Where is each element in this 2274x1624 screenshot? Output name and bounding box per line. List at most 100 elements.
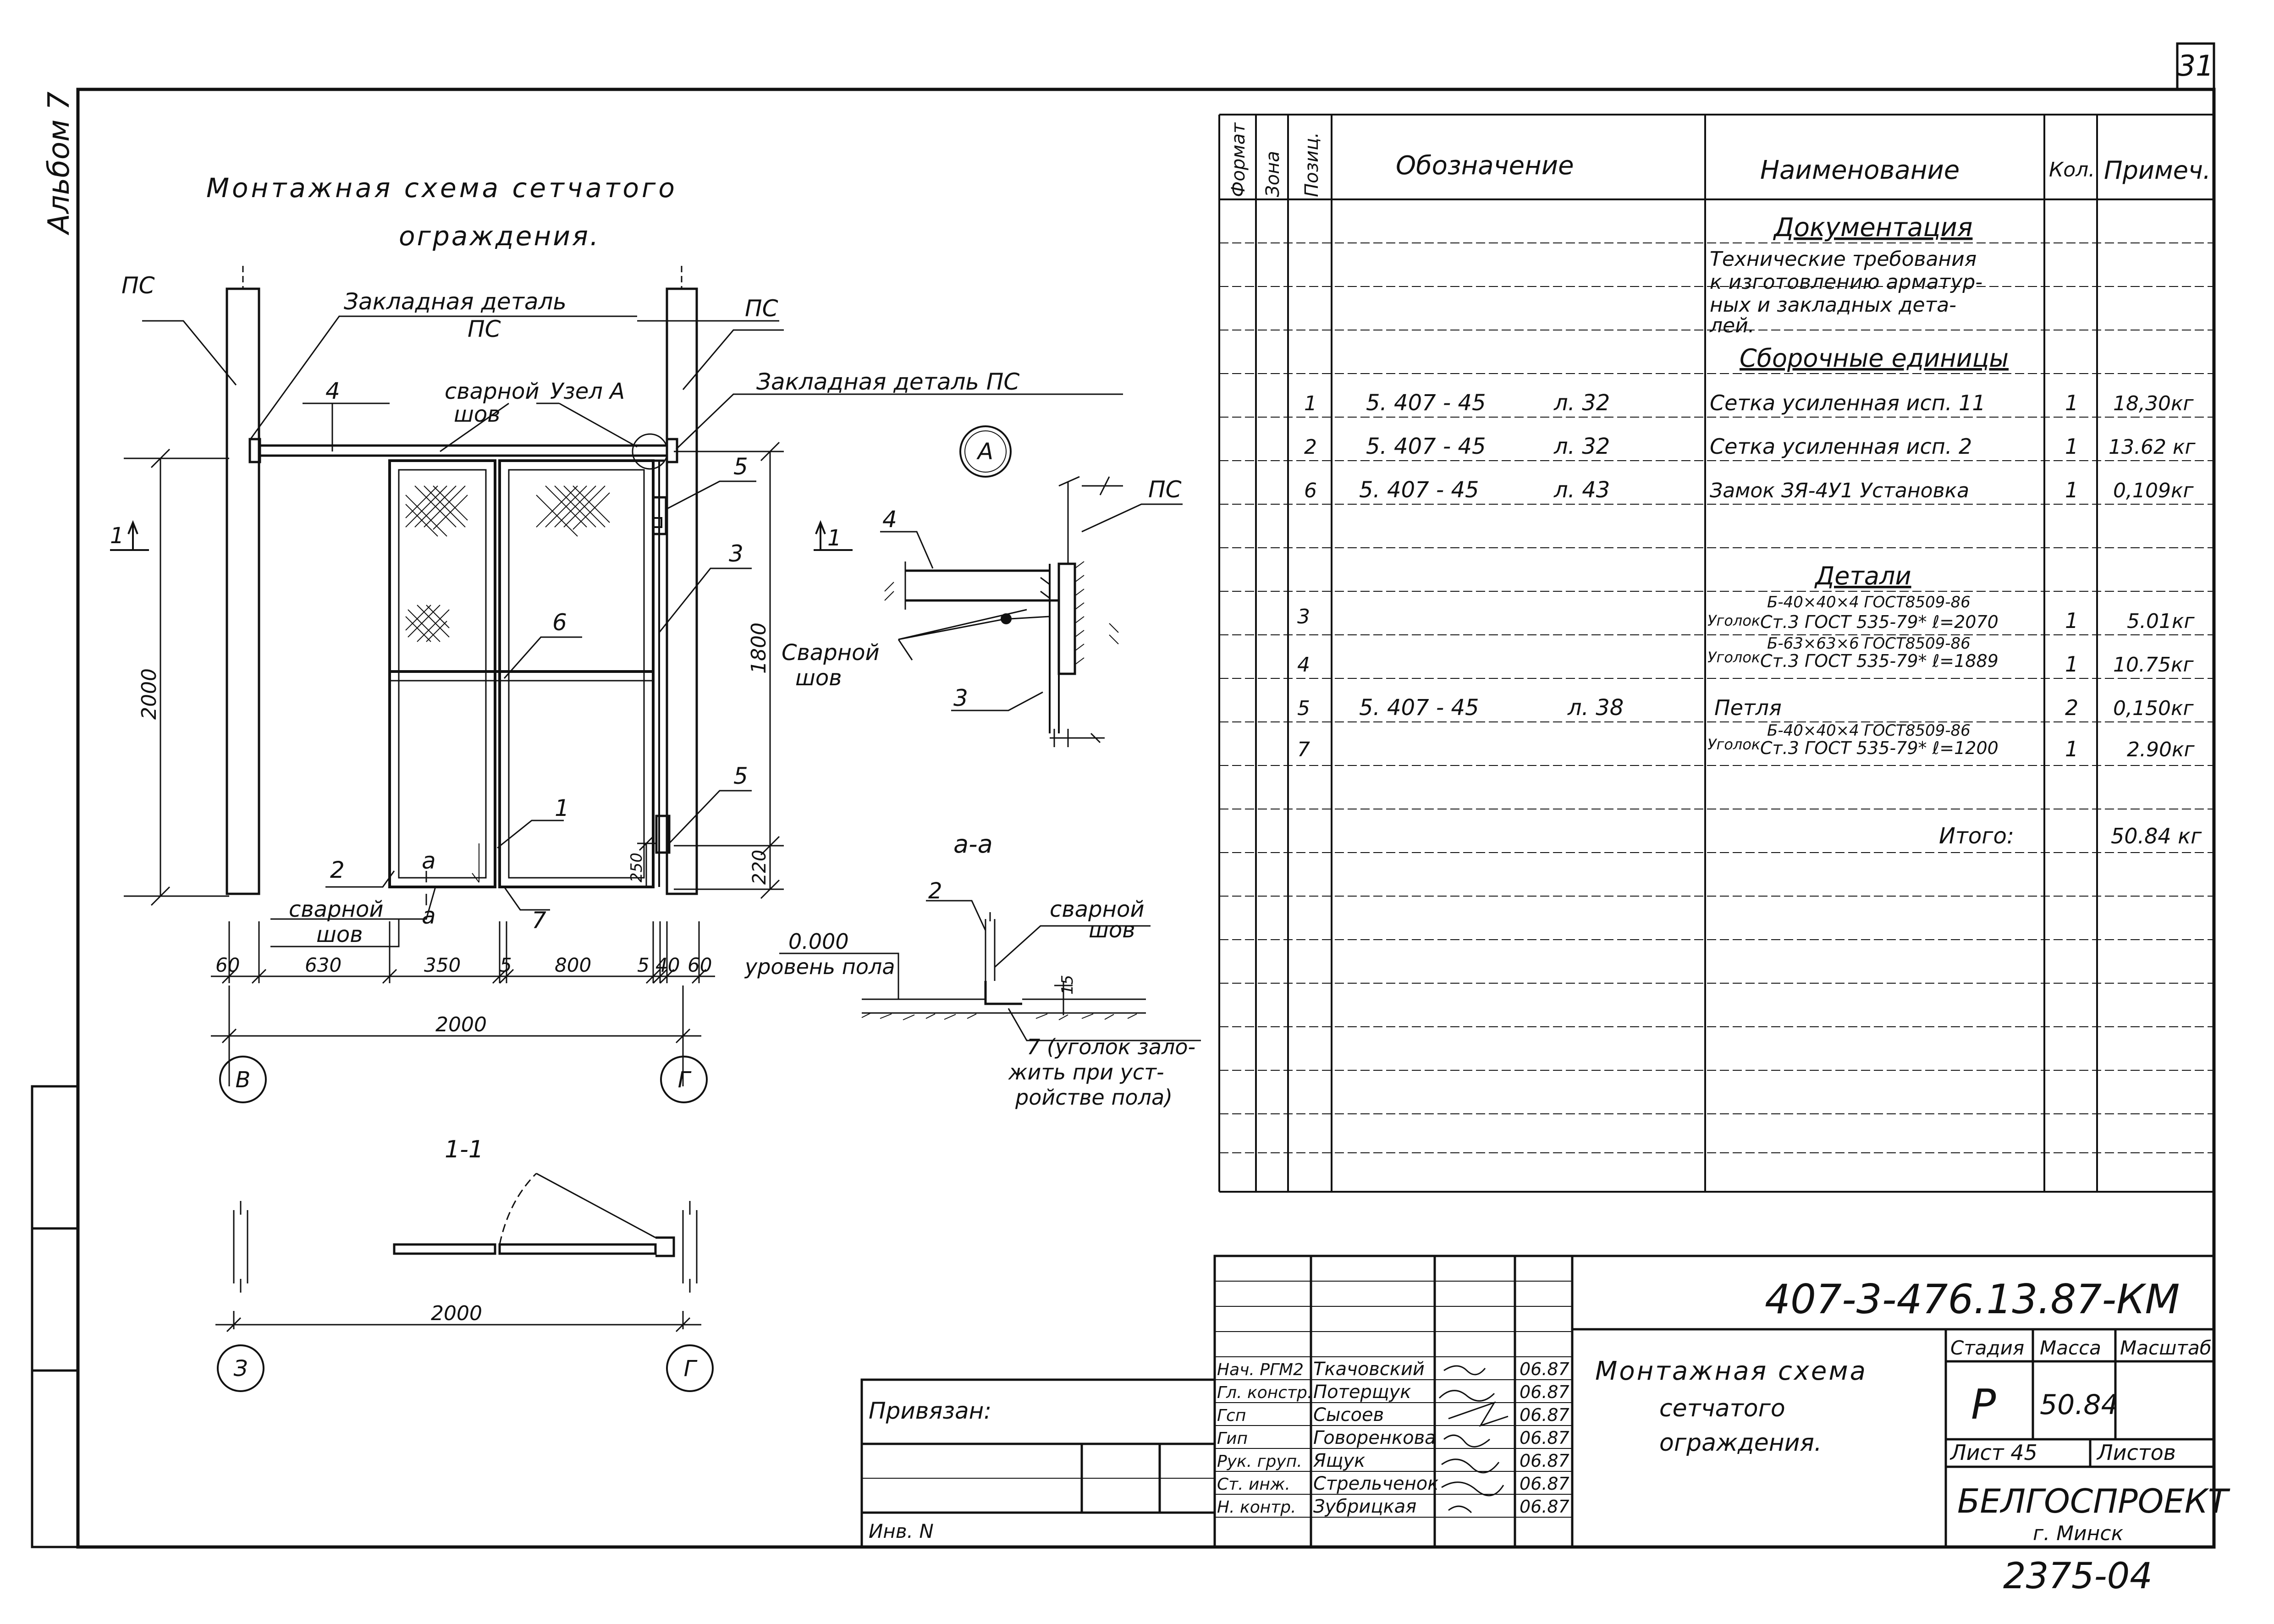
- list-item: Нач. РГМ2 Ткачовский 06.87: [1217, 1359, 1569, 1380]
- stage-label: Стадия: [1950, 1337, 2024, 1359]
- scale-label: Масштаб: [2120, 1337, 2212, 1359]
- axis-bubble-v: [219, 1056, 267, 1103]
- axis-bubble-g2: [666, 1344, 714, 1392]
- dim-5b: 5: [637, 954, 650, 976]
- header-designation: Обозначение: [1396, 151, 1574, 181]
- node-a-weld-2: шов: [795, 665, 842, 691]
- row-note: 2.90кг: [2127, 738, 2195, 761]
- list-item: Гл. констр. Потерщук 06.87: [1217, 1382, 1569, 1403]
- spec-table-grid: [1218, 114, 2214, 1193]
- row-designation: 5. 407 - 45: [1366, 434, 1486, 459]
- table-row: 7 Уголок Б-40×40×4 ГОСТ8509-86 Ст.3 ГОСТ…: [1297, 721, 2195, 761]
- mass-value: 50.84: [2040, 1389, 2119, 1421]
- archive-number: 2375-04: [2003, 1556, 2153, 1597]
- label-pos-2: 2: [330, 857, 345, 883]
- signature-date: 06.87: [1520, 1405, 1569, 1425]
- header-zone: Зона: [1262, 151, 1283, 197]
- signature-role: Гсп: [1217, 1406, 1246, 1425]
- label-pos-5a: 5: [733, 453, 748, 480]
- section-aa-level-label: уровень пола: [744, 954, 895, 979]
- row-qty: 1: [2065, 478, 2078, 502]
- row-sheet: л. 32: [1553, 390, 1610, 416]
- header-qty: Кол.: [2049, 158, 2095, 182]
- dim-250-vertical: 250: [628, 853, 646, 882]
- signature-role: Гип: [1217, 1429, 1248, 1448]
- inv-label: Инв. N: [869, 1520, 934, 1542]
- section-1-1: 1-1 2000 З Г: [215, 1136, 714, 1392]
- section-aa-weld-2: шов: [1089, 917, 1135, 943]
- row-name-top: Б-63×63×6 ГОСТ8509-86: [1767, 634, 1971, 653]
- label-pos-6: 6: [552, 609, 567, 636]
- node-a-pos-3: 3: [953, 685, 968, 711]
- spec-table: Формат Зона Позиц. Обозначение Наименова…: [1218, 114, 2214, 1193]
- row-note: 18,30кг: [2113, 392, 2194, 415]
- list-item: Рук. груп. Ящук 06.87: [1217, 1450, 1569, 1471]
- dim-800: 800: [555, 954, 591, 976]
- total-label: Итого:: [1939, 823, 2014, 849]
- node-a-weld: Сварной: [782, 640, 880, 666]
- signature-name: Стрельченок: [1313, 1473, 1438, 1494]
- label-pos-3: 3: [729, 540, 743, 567]
- block-title-line1: Монтажная схема: [1595, 1356, 1867, 1386]
- row-qty: 2: [2065, 695, 2078, 720]
- signature-date: 06.87: [1520, 1382, 1569, 1402]
- axis-bubble-z: [217, 1344, 264, 1392]
- section-1-1-title: 1-1: [445, 1136, 484, 1163]
- signature-role: Ст. инж.: [1217, 1475, 1290, 1494]
- node-a-marker-label: А: [976, 438, 993, 465]
- block-title-line2: сетчатого: [1659, 1395, 1785, 1422]
- axis-label-z: З: [234, 1356, 248, 1382]
- signature-name: Ткачовский: [1313, 1359, 1425, 1380]
- label-embedded-part-ps: ПС: [468, 316, 501, 342]
- dim-1800-vertical: 1800: [747, 622, 771, 674]
- signature-role: Гл. констр.: [1217, 1383, 1312, 1402]
- signature-date: 06.87: [1520, 1451, 1569, 1471]
- label-weld-2: шов: [454, 402, 501, 427]
- block-title-line3: ограждения.: [1659, 1429, 1822, 1457]
- signature-name: Потерщук: [1313, 1382, 1411, 1403]
- spec-table-rows: [1219, 242, 2214, 1153]
- section-aa-level-value: 0.000: [788, 929, 849, 954]
- label-cut-a-top: а: [422, 848, 436, 874]
- signature-date: 06.87: [1520, 1428, 1569, 1448]
- row-name: Замок ЗЯ-4У1 Установка: [1710, 479, 1969, 502]
- org-name: БЕЛГОСПРОЕКТ: [1957, 1482, 2230, 1520]
- row-note: 13.62 кг: [2109, 435, 2196, 459]
- signature-name: Ящук: [1313, 1450, 1365, 1471]
- row-pos: 5: [1297, 697, 1310, 720]
- row-sheet: л. 43: [1553, 477, 1610, 503]
- label-section-mark-left: 1: [110, 523, 124, 549]
- row-designation: 5. 407 - 45: [1366, 390, 1486, 416]
- sheets-label: Листов: [2096, 1440, 2176, 1465]
- signature-role: Н. контр.: [1217, 1498, 1296, 1517]
- list-item: Гип Говоренкова 06.87: [1217, 1427, 1569, 1448]
- node-a-ps: ПС: [1148, 476, 1182, 503]
- table-row: 2 5. 407 - 45 л. 32 Сетка усиленная исп.…: [1304, 434, 2196, 459]
- list-item: Ст. инж. Стрельченок 06.87: [1217, 1473, 1569, 1494]
- label-pos-7: 7: [532, 907, 546, 934]
- org-city: г. Минск: [2033, 1522, 2124, 1545]
- dim-2000-horizontal: 2000: [435, 1013, 487, 1036]
- axis-label-v: В: [236, 1067, 251, 1093]
- section-aa-note-3: ройстве пола): [1015, 1085, 1173, 1110]
- section-aa-dim-15: 15: [1058, 975, 1077, 995]
- node-a-detail: А ПС 4 3 Сварной шов: [782, 425, 1183, 747]
- row-note: 0,150кг: [2113, 697, 2194, 720]
- label-weld-bottom: сварной: [289, 897, 384, 922]
- section-dim-2000: 2000: [431, 1302, 482, 1325]
- label-cut-a-bottom: а: [422, 903, 436, 929]
- dim-2000-vertical: 2000: [138, 668, 161, 720]
- section-aa-title: а-а: [953, 830, 993, 859]
- row-name-bottom: Ст.3 ГОСТ 535-79* ℓ=1889: [1760, 651, 1999, 671]
- signature-role: Рук. груп.: [1217, 1452, 1302, 1471]
- row-name-bottom: Ст.3 ГОСТ 535-79* ℓ=2070: [1760, 612, 1999, 632]
- label-pos-1: 1: [555, 795, 569, 821]
- row-pos: 6: [1304, 479, 1317, 502]
- dim-60-right: 60: [688, 954, 712, 976]
- dim-40: 40: [655, 954, 680, 976]
- doc-line-4: лей.: [1709, 314, 1755, 337]
- section-a-a: а-а 2 сварной шов 0.000 уровень пола 15 …: [744, 830, 1201, 1110]
- mass-label: Масса: [2040, 1337, 2101, 1359]
- stage-value: Р: [1971, 1381, 1996, 1429]
- row-name-top: Б-40×40×4 ГОСТ8509-86: [1767, 593, 1971, 611]
